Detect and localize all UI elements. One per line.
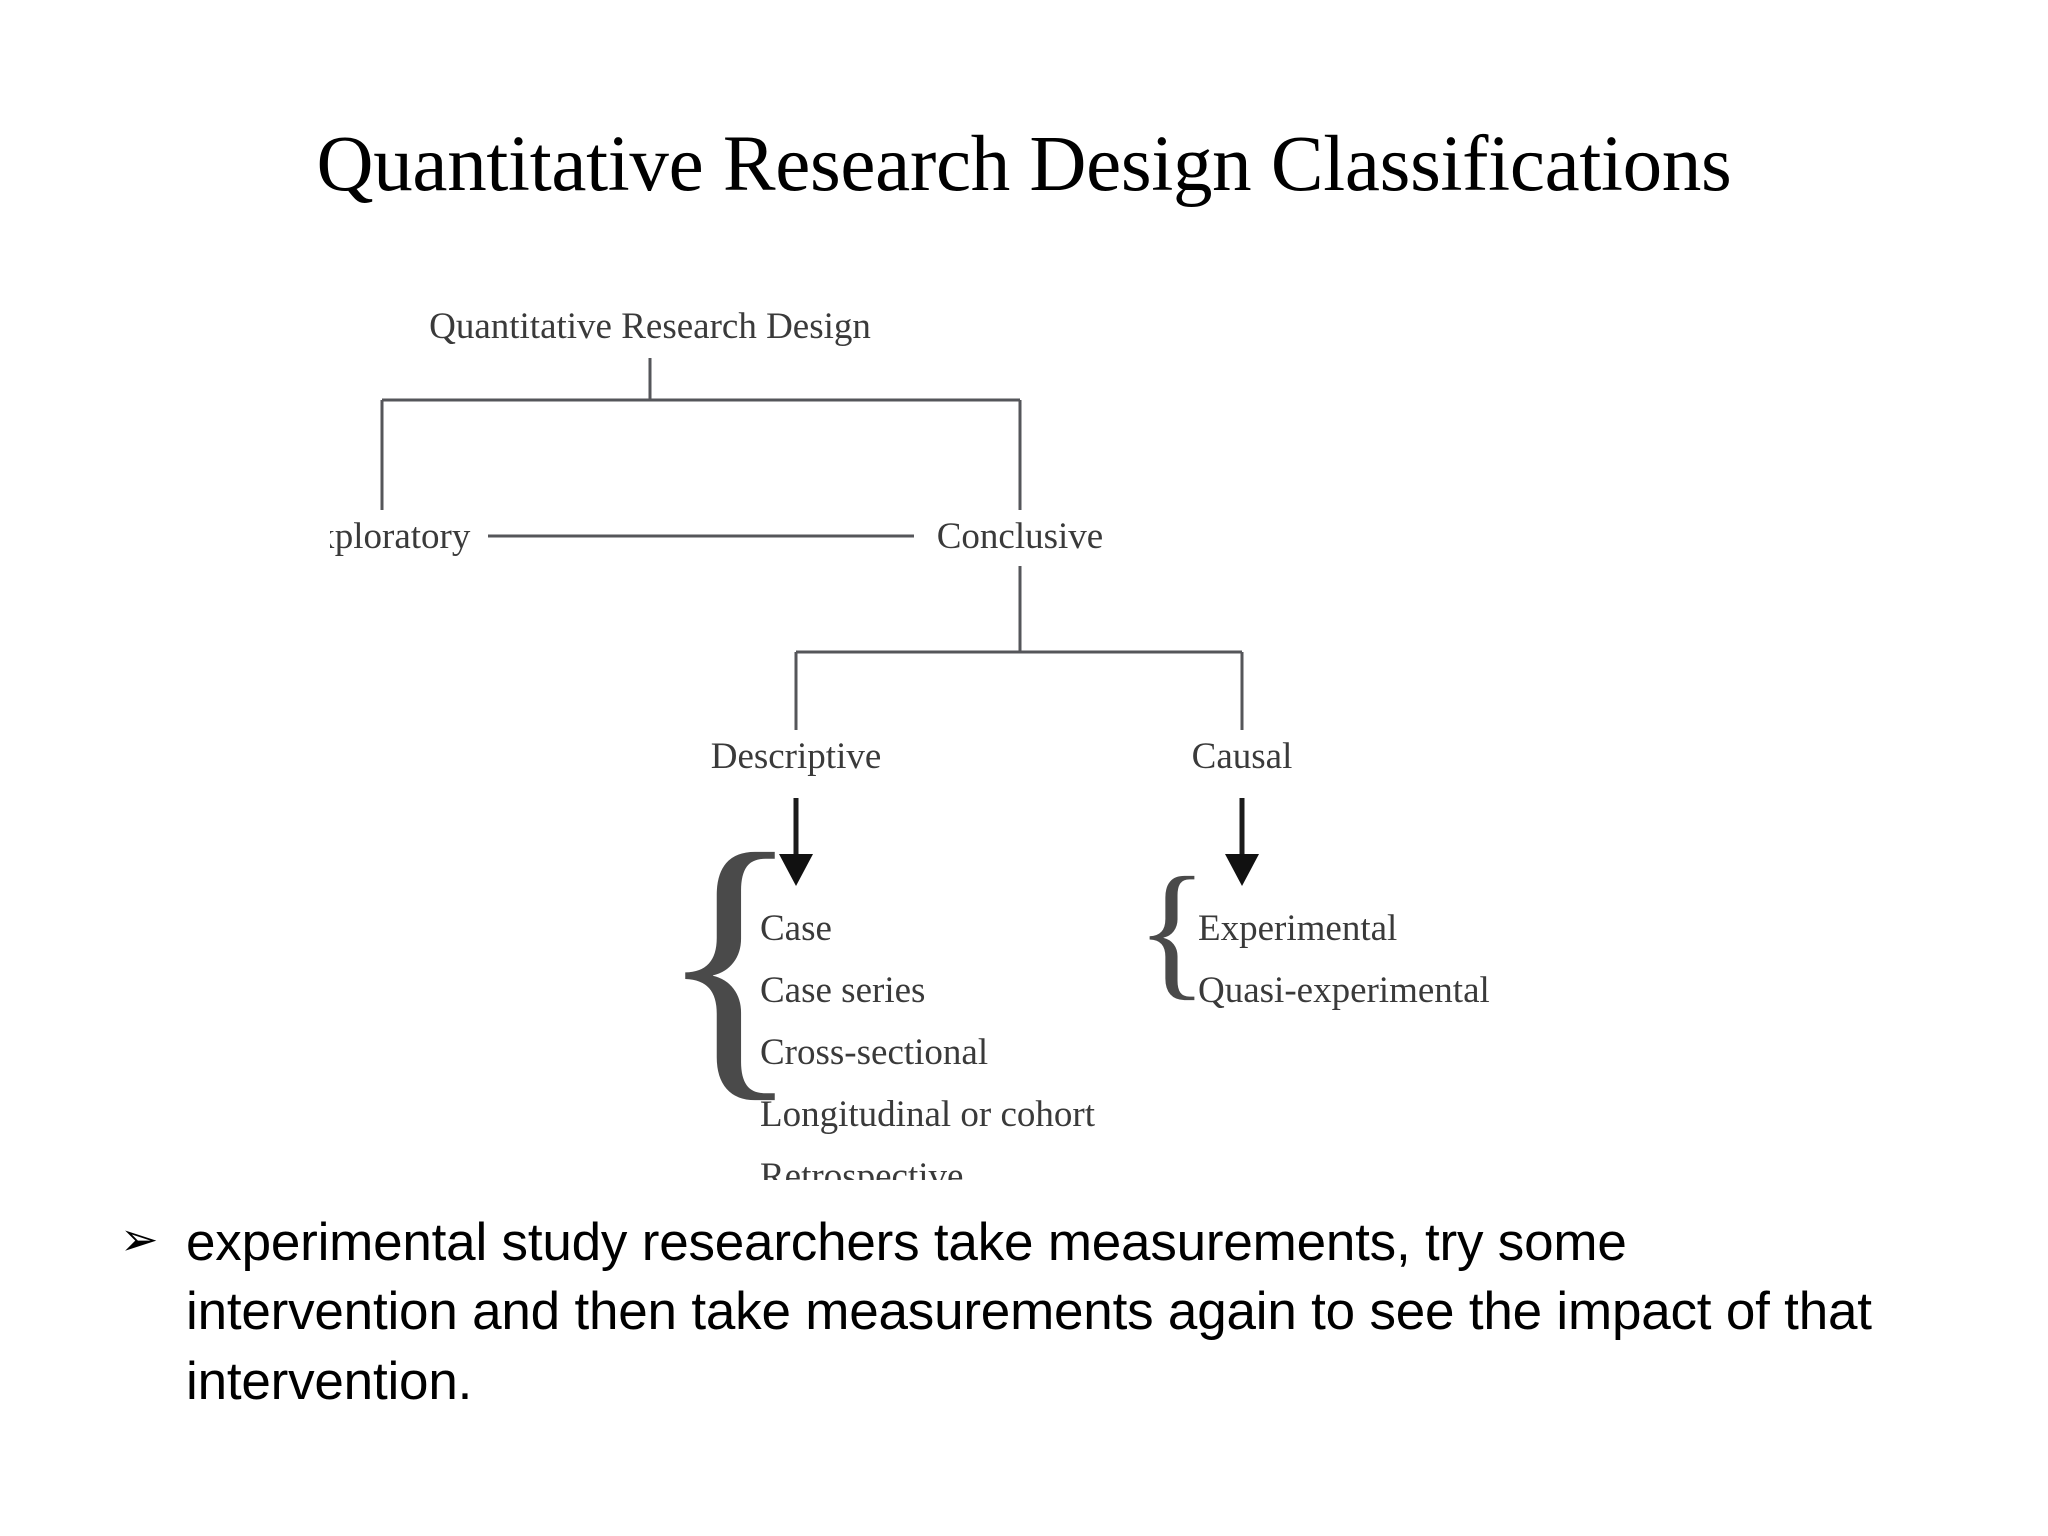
leaf-item-case-series: Case series <box>760 970 925 1011</box>
tree-node-exploratory: Exploratory <box>330 516 471 557</box>
tree-diagram-svg: Quantitative Research Design Exploratory… <box>330 306 1490 1180</box>
brace-causal: { <box>1136 847 1208 1013</box>
arrow-down-icon-causal-head <box>1225 854 1259 886</box>
body-bullet-list: ➢ experimental study researchers take me… <box>120 1208 1960 1416</box>
leaf-item-quasi-experimental: Quasi-experimental <box>1198 970 1490 1011</box>
leaf-item-longitudinal-or-cohort: Longitudinal or cohort <box>760 1094 1096 1135</box>
bullet-arrow-icon: ➢ <box>120 1212 159 1266</box>
leaf-item-retrospective: Retrospective <box>760 1156 963 1180</box>
tree-node-root: Quantitative Research Design <box>429 306 871 347</box>
bullet-text-experimental-study: experimental study researchers take meas… <box>186 1213 1872 1411</box>
page-title: Quantitative Research Design Classificat… <box>316 121 1732 208</box>
tree-node-conclusive: Conclusive <box>937 516 1103 557</box>
leaf-item-experimental: Experimental <box>1198 908 1397 949</box>
brace-descriptive: { <box>658 793 802 1125</box>
tree-node-causal: Causal <box>1192 736 1293 777</box>
arrow-down-icon-descriptive-head <box>779 854 813 886</box>
research-design-tree-diagram: Quantitative Research Design Exploratory… <box>330 280 1750 1180</box>
leaf-item-case: Case <box>760 908 832 949</box>
leaf-item-cross-sectional: Cross-sectional <box>760 1032 988 1073</box>
tree-node-descriptive: Descriptive <box>711 736 882 777</box>
